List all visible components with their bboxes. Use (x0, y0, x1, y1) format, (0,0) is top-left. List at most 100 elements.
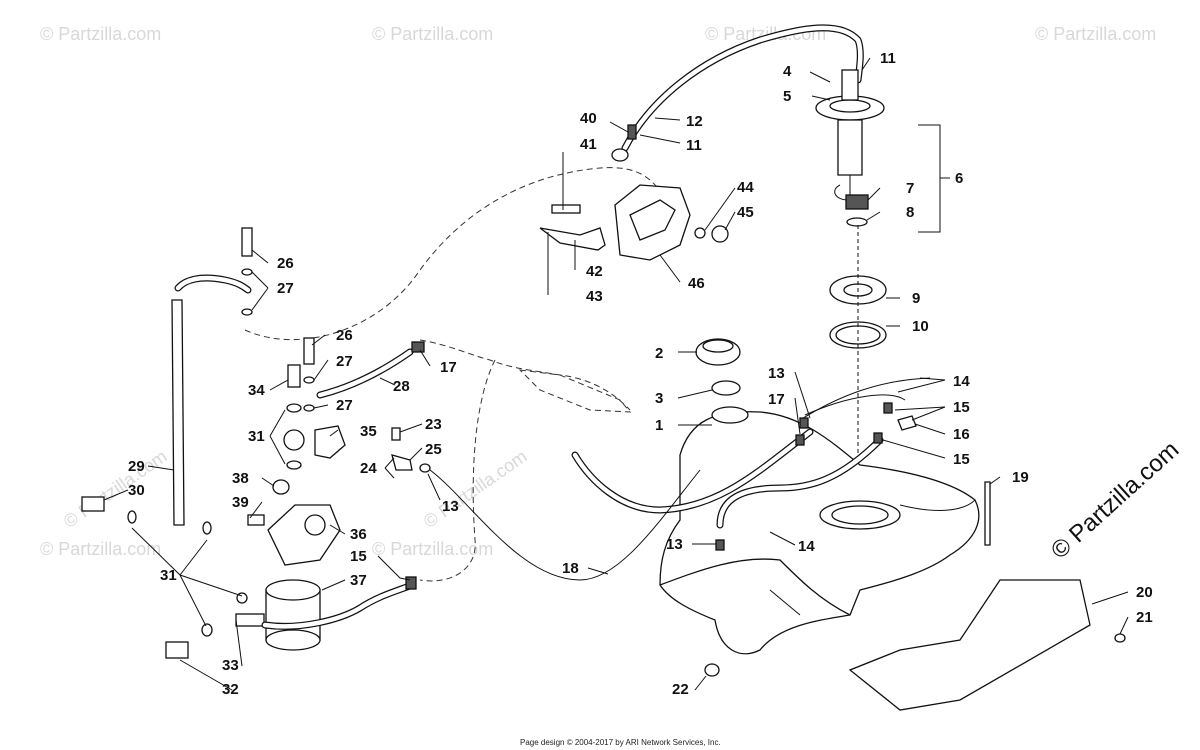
callout-24: 24 (360, 460, 377, 477)
washer-27 (303, 376, 315, 384)
clamp-13 (715, 539, 725, 551)
callout-13: 13 (442, 498, 459, 515)
callout-19: 19 (1012, 469, 1029, 486)
leader-34 (269, 379, 289, 391)
bolt-19 (984, 481, 991, 546)
callout-37: 37 (350, 572, 367, 589)
leader-8 (866, 211, 881, 221)
callout-14: 14 (953, 373, 970, 390)
leader-38 (261, 477, 275, 487)
clamp-17 (795, 434, 805, 446)
leader-25 (409, 447, 423, 461)
callout-13: 13 (666, 536, 683, 553)
leader-27 (251, 271, 269, 311)
leader-44 (704, 187, 736, 231)
nut-45 (711, 225, 729, 243)
callout-5: 5 (783, 88, 791, 105)
hose-12-inner (622, 25, 863, 151)
callout-26: 26 (277, 255, 294, 272)
leader-40 (609, 121, 629, 133)
pump-body (837, 119, 863, 176)
callout-33: 33 (222, 657, 239, 674)
screw-39 (247, 514, 265, 526)
leader-7 (867, 187, 881, 201)
callout-15: 15 (953, 399, 970, 416)
callout-14: 14 (798, 538, 815, 555)
leader-20 (1091, 591, 1129, 605)
fuel-sender-7 (845, 194, 869, 210)
leader-lines (103, 57, 1129, 691)
clamp-11 (627, 124, 637, 140)
callout-42: 42 (586, 263, 603, 280)
bolt-34 (287, 364, 301, 388)
callout-15: 15 (953, 451, 970, 468)
filter-head-port (304, 514, 326, 536)
leader-18 (587, 567, 609, 575)
callout-43: 43 (586, 288, 603, 305)
gasket-10-inner (835, 325, 881, 345)
callout-36: 36 (350, 526, 367, 543)
pump-flange-inner (829, 99, 871, 113)
watermark-text: © Partzilla.com (60, 446, 171, 532)
callout-23: 23 (425, 416, 442, 433)
leader-11b (639, 134, 681, 144)
leader-30 (103, 489, 129, 501)
callout-27: 27 (336, 397, 353, 414)
vent-valve-assembly (283, 337, 425, 470)
callout-7: 7 (906, 180, 914, 197)
callout-8: 8 (906, 204, 914, 221)
washer-27 (241, 268, 253, 276)
callout-25: 25 (425, 441, 442, 458)
pump-outlet (841, 69, 859, 101)
hose-14a-inner (572, 429, 813, 513)
valve-body (283, 429, 305, 451)
leader-32 (179, 659, 233, 691)
clamp-13 (419, 463, 431, 473)
callout-4: 4 (783, 63, 792, 80)
leader-3 (677, 389, 713, 399)
callout-28: 28 (393, 378, 410, 395)
callout-46: 46 (688, 275, 705, 292)
leader-22 (694, 675, 707, 691)
washer-31 (201, 623, 213, 637)
fuel-line-dashed (419, 339, 631, 411)
washer-31 (127, 510, 137, 524)
leader-4 (809, 71, 831, 83)
banjo-bolt-30 (81, 496, 105, 512)
callout-41: 41 (580, 136, 597, 153)
washer-31 (286, 403, 302, 413)
leader-45 (724, 211, 736, 231)
callout-45: 45 (737, 204, 754, 221)
leader-16 (914, 423, 946, 435)
callout-15: 15 (350, 548, 367, 565)
leader-17 (794, 397, 801, 435)
filler-neck (711, 406, 749, 424)
hose-14b-inner (717, 437, 883, 528)
watermark-text: © Partzilla.com (420, 446, 531, 532)
callout-9: 9 (912, 290, 920, 307)
heat-shield-20 (848, 579, 1091, 711)
callout-27: 27 (336, 353, 353, 370)
hose-27-inner (175, 275, 251, 293)
cap-gasket-3 (711, 380, 741, 396)
leader-21 (1119, 616, 1129, 635)
callout-31: 31 (248, 428, 265, 445)
hose-15-inner (262, 582, 415, 629)
leader-26b (311, 334, 326, 346)
stud-41 (551, 204, 581, 214)
grommet-22 (704, 663, 720, 677)
fitting-40 (611, 148, 629, 162)
fuel-filter-assembly (81, 227, 417, 659)
leader-15b (882, 439, 946, 459)
hose-28-inner (317, 349, 413, 398)
brand-label: © Partzilla.com (1046, 436, 1184, 564)
clamp-13 (799, 417, 809, 429)
tank-opening-inner (831, 505, 889, 525)
callout-44: 44 (737, 179, 754, 196)
callout-29: 29 (128, 458, 145, 475)
leader-27b (313, 359, 329, 381)
callout-21: 21 (1136, 609, 1153, 626)
watermark-text: © Partzilla.com (372, 24, 493, 44)
bracket-6 (918, 124, 941, 233)
callout-34: 34 (248, 382, 265, 399)
